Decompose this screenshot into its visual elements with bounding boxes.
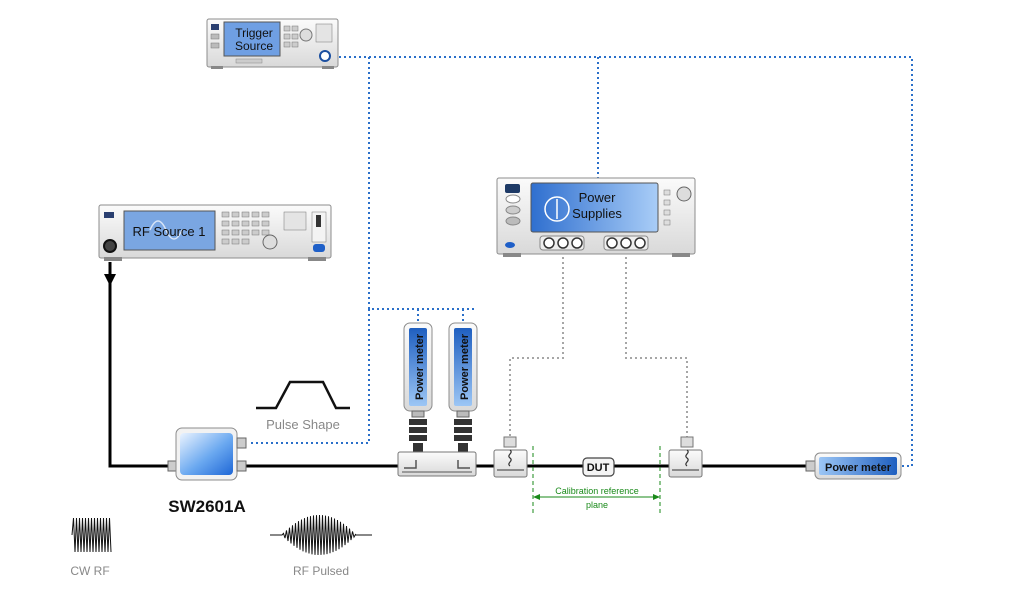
sw2601a-label: SW2601A bbox=[168, 497, 245, 516]
pulse-shape-waveform: Pulse Shape bbox=[256, 380, 350, 432]
power-supplies-keys bbox=[663, 189, 671, 226]
trigger-source-title-line1: Trigger bbox=[235, 26, 273, 40]
cw-rf-label: CW RF bbox=[70, 564, 109, 578]
rf-source-instrument[interactable]: RF Source 1 bbox=[98, 204, 332, 261]
power-meter-vertical-1[interactable]: Power meter bbox=[403, 322, 433, 452]
power-supplies-instrument[interactable]: Power Supplies bbox=[496, 177, 696, 257]
supply-to-bias2-line bbox=[625, 252, 688, 440]
bias-tee-2 bbox=[668, 436, 703, 478]
rf-pulsed-waveform: RF Pulsed bbox=[270, 514, 372, 578]
power-symbol-icon bbox=[544, 196, 570, 222]
calibration-reference-plane: Calibration reference plane bbox=[532, 446, 661, 516]
power-supplies-terminals-left bbox=[539, 235, 585, 251]
power-meter-1-label: Power meter bbox=[414, 333, 426, 400]
trigger-to-meters-line bbox=[368, 57, 477, 310]
rf-direction-arrow bbox=[104, 274, 116, 286]
power-led-icon bbox=[505, 184, 520, 193]
dut-block: DUT bbox=[582, 457, 615, 477]
power-meter-2-label: Power meter bbox=[459, 333, 471, 400]
power-meter-inline-label: Power meter bbox=[825, 462, 892, 474]
rf-source-knob-icon bbox=[262, 234, 278, 250]
rf-pulsed-label: RF Pulsed bbox=[293, 564, 349, 578]
sensor-2-connector bbox=[454, 419, 472, 452]
bias-tee-1 bbox=[493, 436, 528, 478]
rf-path bbox=[108, 262, 806, 468]
sw2601a-panel bbox=[180, 433, 233, 475]
supply-to-bias1-line bbox=[509, 252, 564, 440]
directional-coupler bbox=[397, 451, 477, 477]
power-led-icon bbox=[211, 24, 219, 30]
power-meter-inline[interactable]: Power meter bbox=[805, 452, 902, 480]
power-supplies-dpad-icon bbox=[676, 186, 692, 202]
trigger-source-title-line2: Source bbox=[235, 39, 273, 53]
rf-output-connector bbox=[103, 239, 117, 253]
trigger-keypad bbox=[283, 23, 333, 48]
rf-source-indicator bbox=[313, 244, 325, 252]
power-supplies-terminals-right bbox=[603, 235, 649, 251]
rf-source-cable bbox=[108, 262, 168, 468]
control-lines bbox=[248, 56, 913, 467]
sensor-1-connector bbox=[409, 419, 427, 452]
rf-source-title: RF Source 1 bbox=[133, 224, 206, 239]
dut-label: DUT bbox=[587, 462, 610, 474]
trigger-dpad-icon bbox=[299, 28, 313, 42]
trigger-screen bbox=[223, 21, 281, 57]
power-led-icon bbox=[104, 212, 114, 218]
sw2601a-switch[interactable]: SW2601A bbox=[167, 427, 247, 516]
power-supplies-title-line2: Supplies bbox=[572, 206, 622, 221]
calibration-label-line2: plane bbox=[586, 500, 608, 510]
dc-lines bbox=[509, 252, 688, 440]
cw-rf-waveform: CW RF bbox=[70, 517, 112, 578]
trigger-source-instrument[interactable]: Trigger Source bbox=[206, 18, 339, 69]
pulse-shape-label: Pulse Shape bbox=[266, 417, 340, 432]
power-supplies-title-line1: Power bbox=[579, 190, 617, 205]
calibration-label-line1: Calibration reference bbox=[555, 486, 639, 496]
rf-source-keypad bbox=[221, 211, 327, 245]
trigger-output-connector bbox=[319, 50, 331, 62]
rf-source-screen bbox=[123, 210, 216, 251]
power-meter-vertical-2[interactable]: Power meter bbox=[448, 322, 478, 452]
